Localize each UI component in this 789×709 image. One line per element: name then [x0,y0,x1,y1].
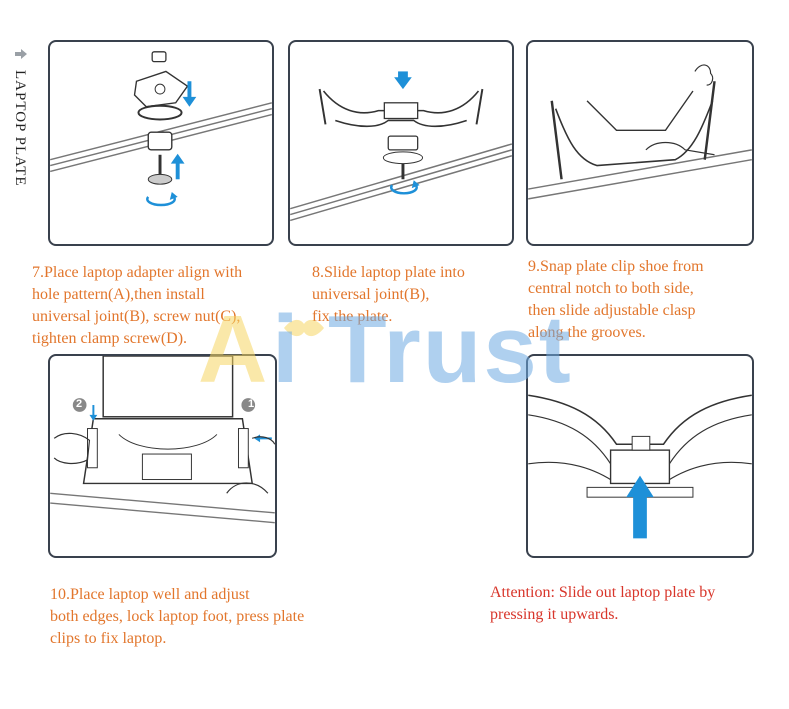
step-7-caption: 7.Place laptop adapter align with hole p… [32,264,243,347]
section-title: LAPTOP PLATE [12,70,28,187]
rotate-icon [146,192,178,207]
step-9-caption: 9.Snap plate clip shoe from central notc… [528,258,704,341]
illustration-attention [528,394,752,539]
illustration-step-10 [50,356,275,524]
panel-step-8 [288,40,514,246]
illustration-step-8 [290,71,512,222]
down-arrow-icon [182,81,197,107]
panel-step-10: 2 1 [48,354,277,558]
illustration-step-7 [50,51,272,207]
attention-caption: Attention: Slide out laptop plate by pre… [490,584,716,623]
down-arrow-icon [89,405,98,421]
marker-1: 1 [248,398,255,410]
up-arrow-icon [626,475,654,539]
marker-2: 2 [76,398,83,410]
rotate-icon [390,180,420,195]
panel-attention [526,354,754,558]
step-10-caption: 10.Place laptop well and adjust both edg… [50,586,305,647]
panel-step-7 [48,40,274,246]
up-arrow-icon [170,153,185,180]
illustration-step-9 [528,64,752,200]
panel-step-9 [526,40,754,246]
arrow-right-icon [15,49,27,59]
down-arrow-icon [394,71,412,90]
step-8-caption: 8.Slide laptop plate into universal join… [312,264,465,325]
